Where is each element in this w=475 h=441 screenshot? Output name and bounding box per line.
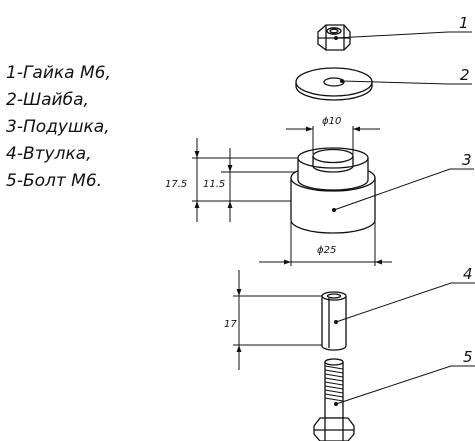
- legend-item-sleeve: 4-Втулка,: [6, 144, 92, 164]
- legend-item-washer: 2-Шайба,: [6, 90, 89, 110]
- legend-item-cushion: 3-Подушка,: [6, 117, 110, 137]
- leader-label-2: 2: [460, 66, 470, 84]
- legend-item-nut: 1-Гайка М6,: [6, 63, 111, 83]
- dimension-sleeve-length: [233, 270, 322, 370]
- dimension-washer-hole: [286, 126, 380, 154]
- leader-label-3: 3: [462, 151, 472, 169]
- leader-label-5: 5: [463, 348, 473, 366]
- dim-label-washer-hole: ϕ10: [322, 116, 341, 127]
- leader-label-4: 4: [463, 265, 473, 283]
- leader-label-1: 1: [459, 14, 469, 32]
- dim-label-cushion-diameter: ϕ25: [317, 245, 336, 256]
- legend-item-bolt: 5-Болт М6.: [6, 171, 103, 191]
- washer-drawing: [295, 67, 373, 101]
- dim-label-cushion-total-height: 17.5: [165, 179, 187, 190]
- parts-legend: 1-Гайка М6, 2-Шайба, 3-Подушка, 4-Втулка…: [6, 60, 111, 195]
- dimension-cushion-diameter: [259, 222, 392, 266]
- cushion-drawing: [290, 147, 376, 234]
- dimension-cushion-body-height: [221, 148, 296, 222]
- sleeve-drawing: [321, 291, 347, 351]
- dim-label-cushion-body-height: 11.5: [203, 179, 225, 190]
- leader-lines: [332, 31, 475, 406]
- dimension-cushion-total-height: [192, 138, 298, 222]
- dim-label-sleeve-length: 17: [224, 319, 237, 330]
